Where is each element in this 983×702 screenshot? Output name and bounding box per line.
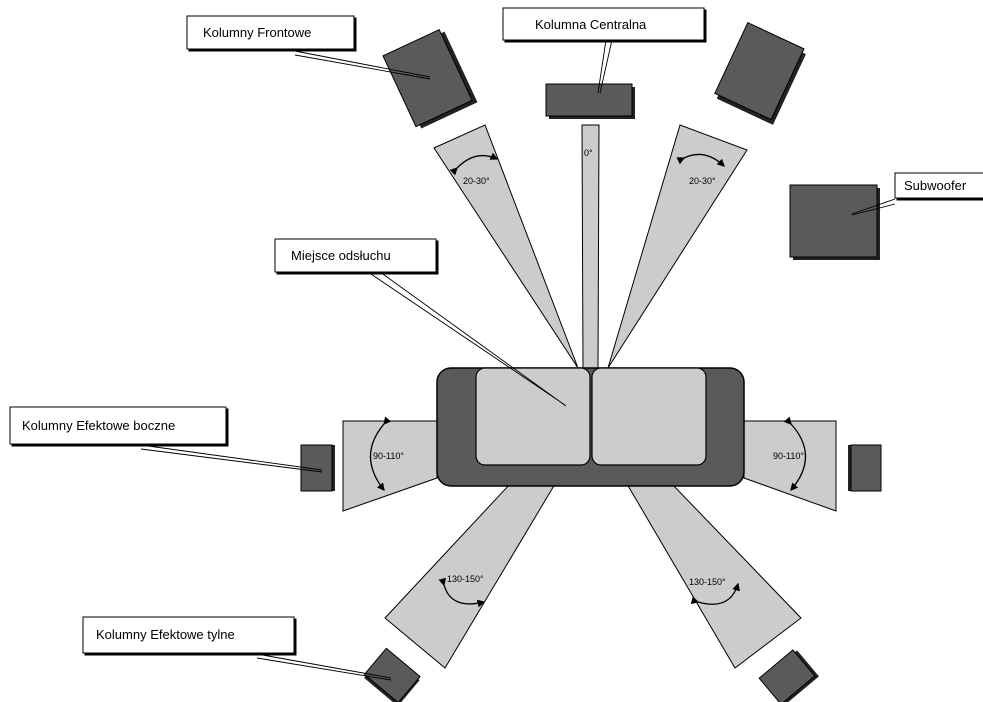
angle-label-front-right: 20-30° [689, 176, 716, 186]
rear-right-arc [690, 582, 740, 605]
front-right-speaker [714, 21, 806, 125]
angle-wedges [342, 124, 837, 669]
leader-side [140, 444, 323, 473]
callouts: Kolumny Frontowe Kolumna Centralna Subwo… [9, 7, 983, 654]
leader-center [597, 39, 613, 94]
sofa [436, 367, 745, 487]
rear-left-arc [438, 577, 486, 608]
rear-right-wedge [626, 483, 802, 669]
callout-listening: Miejsce odsłuchu [274, 238, 437, 273]
label-listening: Miejsce odsłuchu [291, 248, 391, 263]
angle-arcs [370, 152, 806, 608]
center-wedge [581, 124, 600, 369]
angle-label-side-left: 90-110° [373, 451, 404, 461]
front-left-wedge [433, 124, 579, 369]
sofa-cushion-left [475, 367, 591, 466]
sofa-cushion-right [591, 367, 707, 466]
subwoofer-speaker [789, 184, 880, 260]
side-right-wedge [743, 420, 837, 512]
side-right-speaker [848, 444, 882, 492]
leader-listening [367, 271, 567, 407]
label-side: Kolumny Efektowe boczne [22, 418, 175, 433]
front-right-arc [676, 153, 725, 167]
callout-side: Kolumny Efektowe boczne [9, 406, 227, 445]
angle-label-rear-right: 130-150° [689, 577, 726, 587]
callout-center: Kolumna Centralna [502, 7, 705, 41]
label-rear: Kolumny Efektowe tylne [96, 627, 235, 642]
rear-left-speaker [363, 647, 421, 702]
front-right-wedge [607, 124, 748, 369]
angle-label-center: 0° [584, 148, 593, 158]
leader-rear [256, 653, 392, 681]
speakers [300, 21, 882, 702]
leader-front [294, 50, 431, 80]
side-left-arc [370, 416, 392, 492]
label-subwoofer: Subwoofer [904, 178, 967, 193]
center-speaker [545, 83, 635, 119]
rear-right-speaker [758, 649, 819, 702]
callout-front: Kolumny Frontowe [186, 15, 355, 50]
side-left-wedge [342, 420, 438, 512]
angle-labels: 0° 20-30° 20-30° 90-110° 90-110° 130-150… [373, 148, 804, 587]
callout-rear: Kolumny Efektowe tylne [82, 616, 295, 654]
front-left-speaker [382, 28, 478, 129]
front-left-arc [449, 152, 499, 176]
angle-label-front-left: 20-30° [463, 176, 490, 186]
leader-lines [140, 39, 896, 681]
leader-subwoofer [851, 198, 896, 216]
label-center: Kolumna Centralna [535, 17, 647, 32]
side-right-arc [783, 416, 806, 491]
angle-label-side-right: 90-110° [773, 451, 804, 461]
angle-label-rear-left: 130-150° [447, 574, 484, 584]
callout-subwoofer: Subwoofer [894, 172, 983, 199]
label-front: Kolumny Frontowe [203, 25, 311, 40]
